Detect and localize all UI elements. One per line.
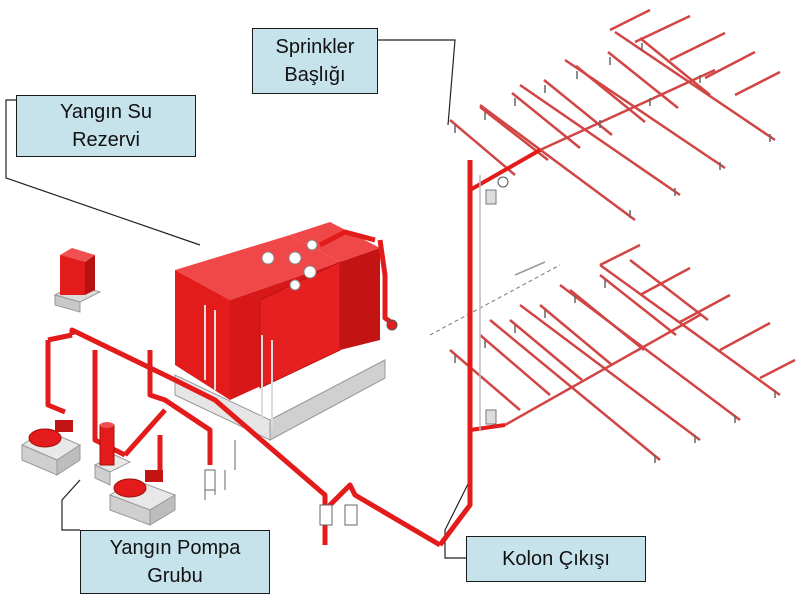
label-water-reserve-line2: Rezervi: [72, 129, 140, 151]
label-sprinkler-head-line2: Başlığı: [284, 64, 346, 86]
dimension-mark: [514, 261, 546, 276]
upper-sprinkler-grid: [449, 8, 781, 222]
label-pump-group-line1: Yangın Pompa: [109, 537, 241, 559]
valve-icon: [204, 440, 236, 500]
leader-sprinkler: [378, 39, 456, 126]
leader-column: [444, 479, 471, 559]
lower-sprinkler-grid: [449, 243, 796, 463]
label-column-outlet: Kolon Çıkışı: [466, 536, 646, 582]
label-sprinkler-head-line1: Sprinkler: [275, 36, 355, 58]
leader-lines: [5, 39, 471, 559]
water-tank-icon: [174, 222, 386, 441]
label-pump-group-line2: Grubu: [147, 565, 203, 587]
label-pump-group: Yangın Pompa Grubu: [80, 530, 270, 594]
jockey-pump-icon: [93, 422, 132, 486]
leader-pump: [61, 479, 81, 531]
label-water-reserve-line1: Yangın Su: [60, 101, 152, 123]
label-water-reserve: Yangın Su Rezervi: [16, 95, 196, 157]
pipe-valves: [204, 319, 398, 526]
label-sprinkler-head: Sprinkler Başlığı: [252, 28, 378, 94]
riser-column: [438, 148, 541, 547]
small-tank: [53, 248, 102, 313]
floor-separator-line: [429, 264, 561, 336]
leader-water-reserve: [5, 99, 201, 246]
pump-icon: [20, 420, 82, 476]
label-column-outlet-text: Kolon Çıkışı: [502, 548, 610, 570]
pump-icon: [108, 470, 177, 526]
